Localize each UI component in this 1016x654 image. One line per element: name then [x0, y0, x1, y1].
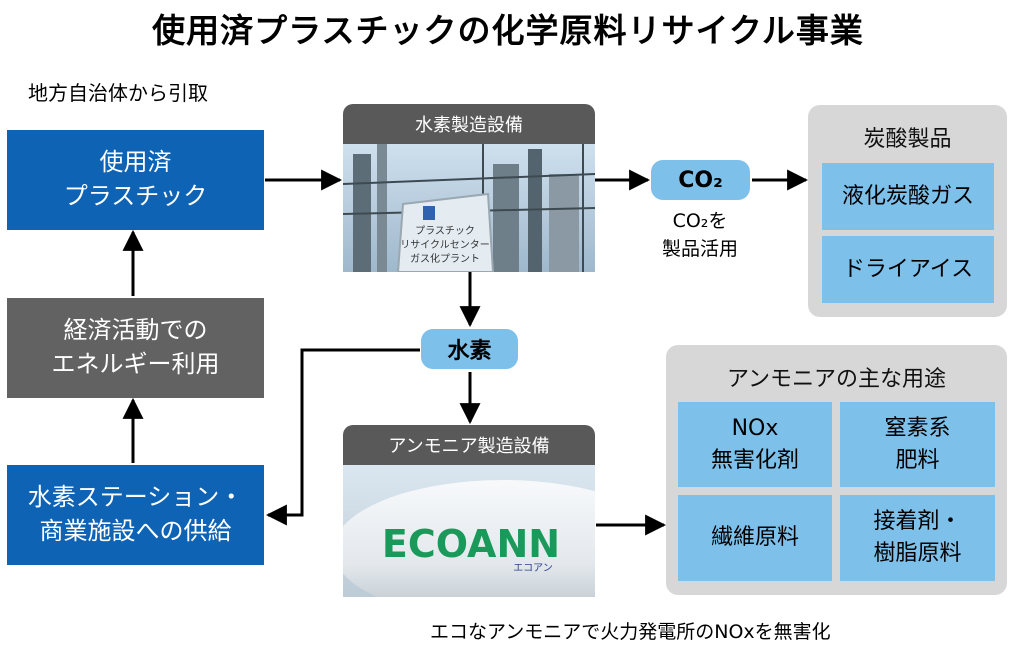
resin-line-2: 樹脂原料 — [873, 541, 962, 566]
bottom-caption: エコなアンモニアで火力発電所のNOxを無害化 — [430, 621, 831, 643]
hydrogen-supply-line-2: 商業施設への供給 — [39, 517, 232, 545]
fiber-line-1: 繊維原料 — [710, 525, 799, 551]
adhesive-resin-box: 接着剤・ 樹脂原料 — [840, 495, 995, 581]
carbonate-panel: 炭酸製品 液化炭酸ガス ドライアイス — [808, 105, 1007, 317]
ammonia-uses-title: アンモニアの主な用途 — [726, 367, 947, 392]
hydrogen-facility-header: 水素製造設備 — [343, 104, 595, 144]
page-title: 使用済プラスチックの化学原料リサイクル事業 — [152, 11, 864, 50]
sign-line-1: プラスチック — [415, 225, 475, 237]
co2-note-line-2: 製品活用 — [661, 237, 738, 260]
hydrogen-facility: 水素製造設備 プラスチック リサイクルセンター ガス化プラント — [343, 104, 595, 272]
energy-use-line-2: エネルギー利用 — [51, 350, 220, 378]
used-plastic-box: 使用済 プラスチック — [7, 130, 264, 230]
used-plastic-line-2: プラスチック — [63, 182, 208, 210]
ammonia-facility: アンモニア製造設備 ECOANN エコアン — [343, 425, 595, 597]
hydrogen-supply-box: 水素ステーション・ 商業施設への供給 — [7, 465, 264, 565]
ammonia-facility-header: アンモニア製造設備 — [343, 425, 595, 465]
co2-note: CO₂を 製品活用 — [640, 208, 760, 263]
sign-line-3: ガス化プラント — [410, 252, 480, 265]
nox-line-2: 無害化剤 — [710, 447, 799, 473]
co2-pill: CO₂ — [651, 160, 750, 200]
source-label: 地方自治体から引取 — [28, 81, 208, 105]
hydrogen-pill: 水素 — [421, 329, 518, 369]
co2-note-line-1: CO₂を — [672, 210, 728, 232]
hydrogen-supply-line-1: 水素ステーション・ — [27, 483, 244, 512]
resin-line-1: 接着剤・ — [873, 509, 962, 535]
fertilizer-line-2: 肥料 — [895, 447, 940, 473]
nox-line-1: NOx — [731, 415, 779, 441]
nitrogen-fertilizer-box: 窒素系 肥料 — [840, 402, 995, 487]
liquefied-co2-box: 液化炭酸ガス — [822, 163, 994, 230]
fiber-material-box: 繊維原料 — [678, 495, 832, 581]
energy-use-box: 経済活動での エネルギー利用 — [7, 298, 264, 398]
ecoann-logo: ECOANN — [382, 522, 560, 566]
sign-line-2: リサイクルセンター — [400, 239, 490, 251]
used-plastic-line-1: 使用済 — [99, 148, 172, 177]
dry-ice-box: ドライアイス — [822, 236, 994, 303]
hydrogen-plant-photo: プラスチック リサイクルセンター ガス化プラント — [343, 144, 595, 272]
energy-use-line-1: 経済活動での — [63, 316, 208, 345]
ammonia-uses-panel: アンモニアの主な用途 NOx 無害化剤 窒素系 肥料 繊維原料 接着剤・ 樹脂原… — [666, 345, 1007, 595]
carbonate-panel-title: 炭酸製品 — [863, 127, 952, 152]
ammonia-tank-photo: ECOANN エコアン — [343, 465, 595, 597]
ecoann-logo-sub: エコアン — [513, 563, 553, 574]
nox-agent-box: NOx 無害化剤 — [678, 402, 832, 487]
arrow-hydrogen-to-station — [265, 348, 420, 526]
fertilizer-line-1: 窒素系 — [884, 415, 951, 441]
